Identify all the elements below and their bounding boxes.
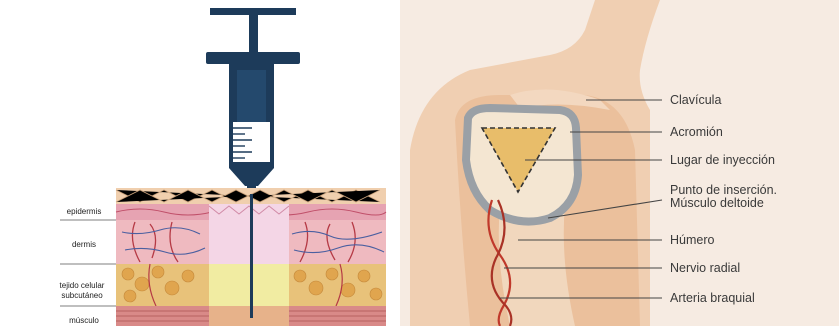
- syringe-plunger-inside: [237, 70, 266, 122]
- radial-nerve-label: Nervio radial: [670, 262, 740, 275]
- muscle-label: músculo: [52, 316, 116, 325]
- clavicle-label: Clavícula: [670, 94, 721, 107]
- subcutaneous-label-line2: subcutáneo: [48, 291, 116, 300]
- subcutaneous-label-line1: tejido celular: [48, 281, 116, 290]
- humerus-label: Húmero: [670, 234, 714, 247]
- syringe-plunger-handle: [210, 8, 296, 15]
- shoulder-anatomy-diagram: Clavícula Acromión Lugar de inyección Pu…: [400, 0, 839, 326]
- brachial-artery-label: Arteria braquial: [670, 292, 755, 305]
- epidermis-label: epidermis: [52, 207, 116, 216]
- insertion-point-label-line2: Músculo deltoide: [670, 197, 764, 210]
- dermis-label: dermis: [52, 240, 116, 249]
- injection-site-label: Lugar de inyección: [670, 154, 775, 167]
- skin-injection-diagram: epidermis dermis tejido celular subcután…: [0, 0, 400, 326]
- syringe-tip: [229, 168, 274, 186]
- acromion-label: Acromión: [670, 126, 723, 139]
- skin-cross-section-illustration: [0, 0, 400, 326]
- syringe-finger-flange: [206, 52, 300, 64]
